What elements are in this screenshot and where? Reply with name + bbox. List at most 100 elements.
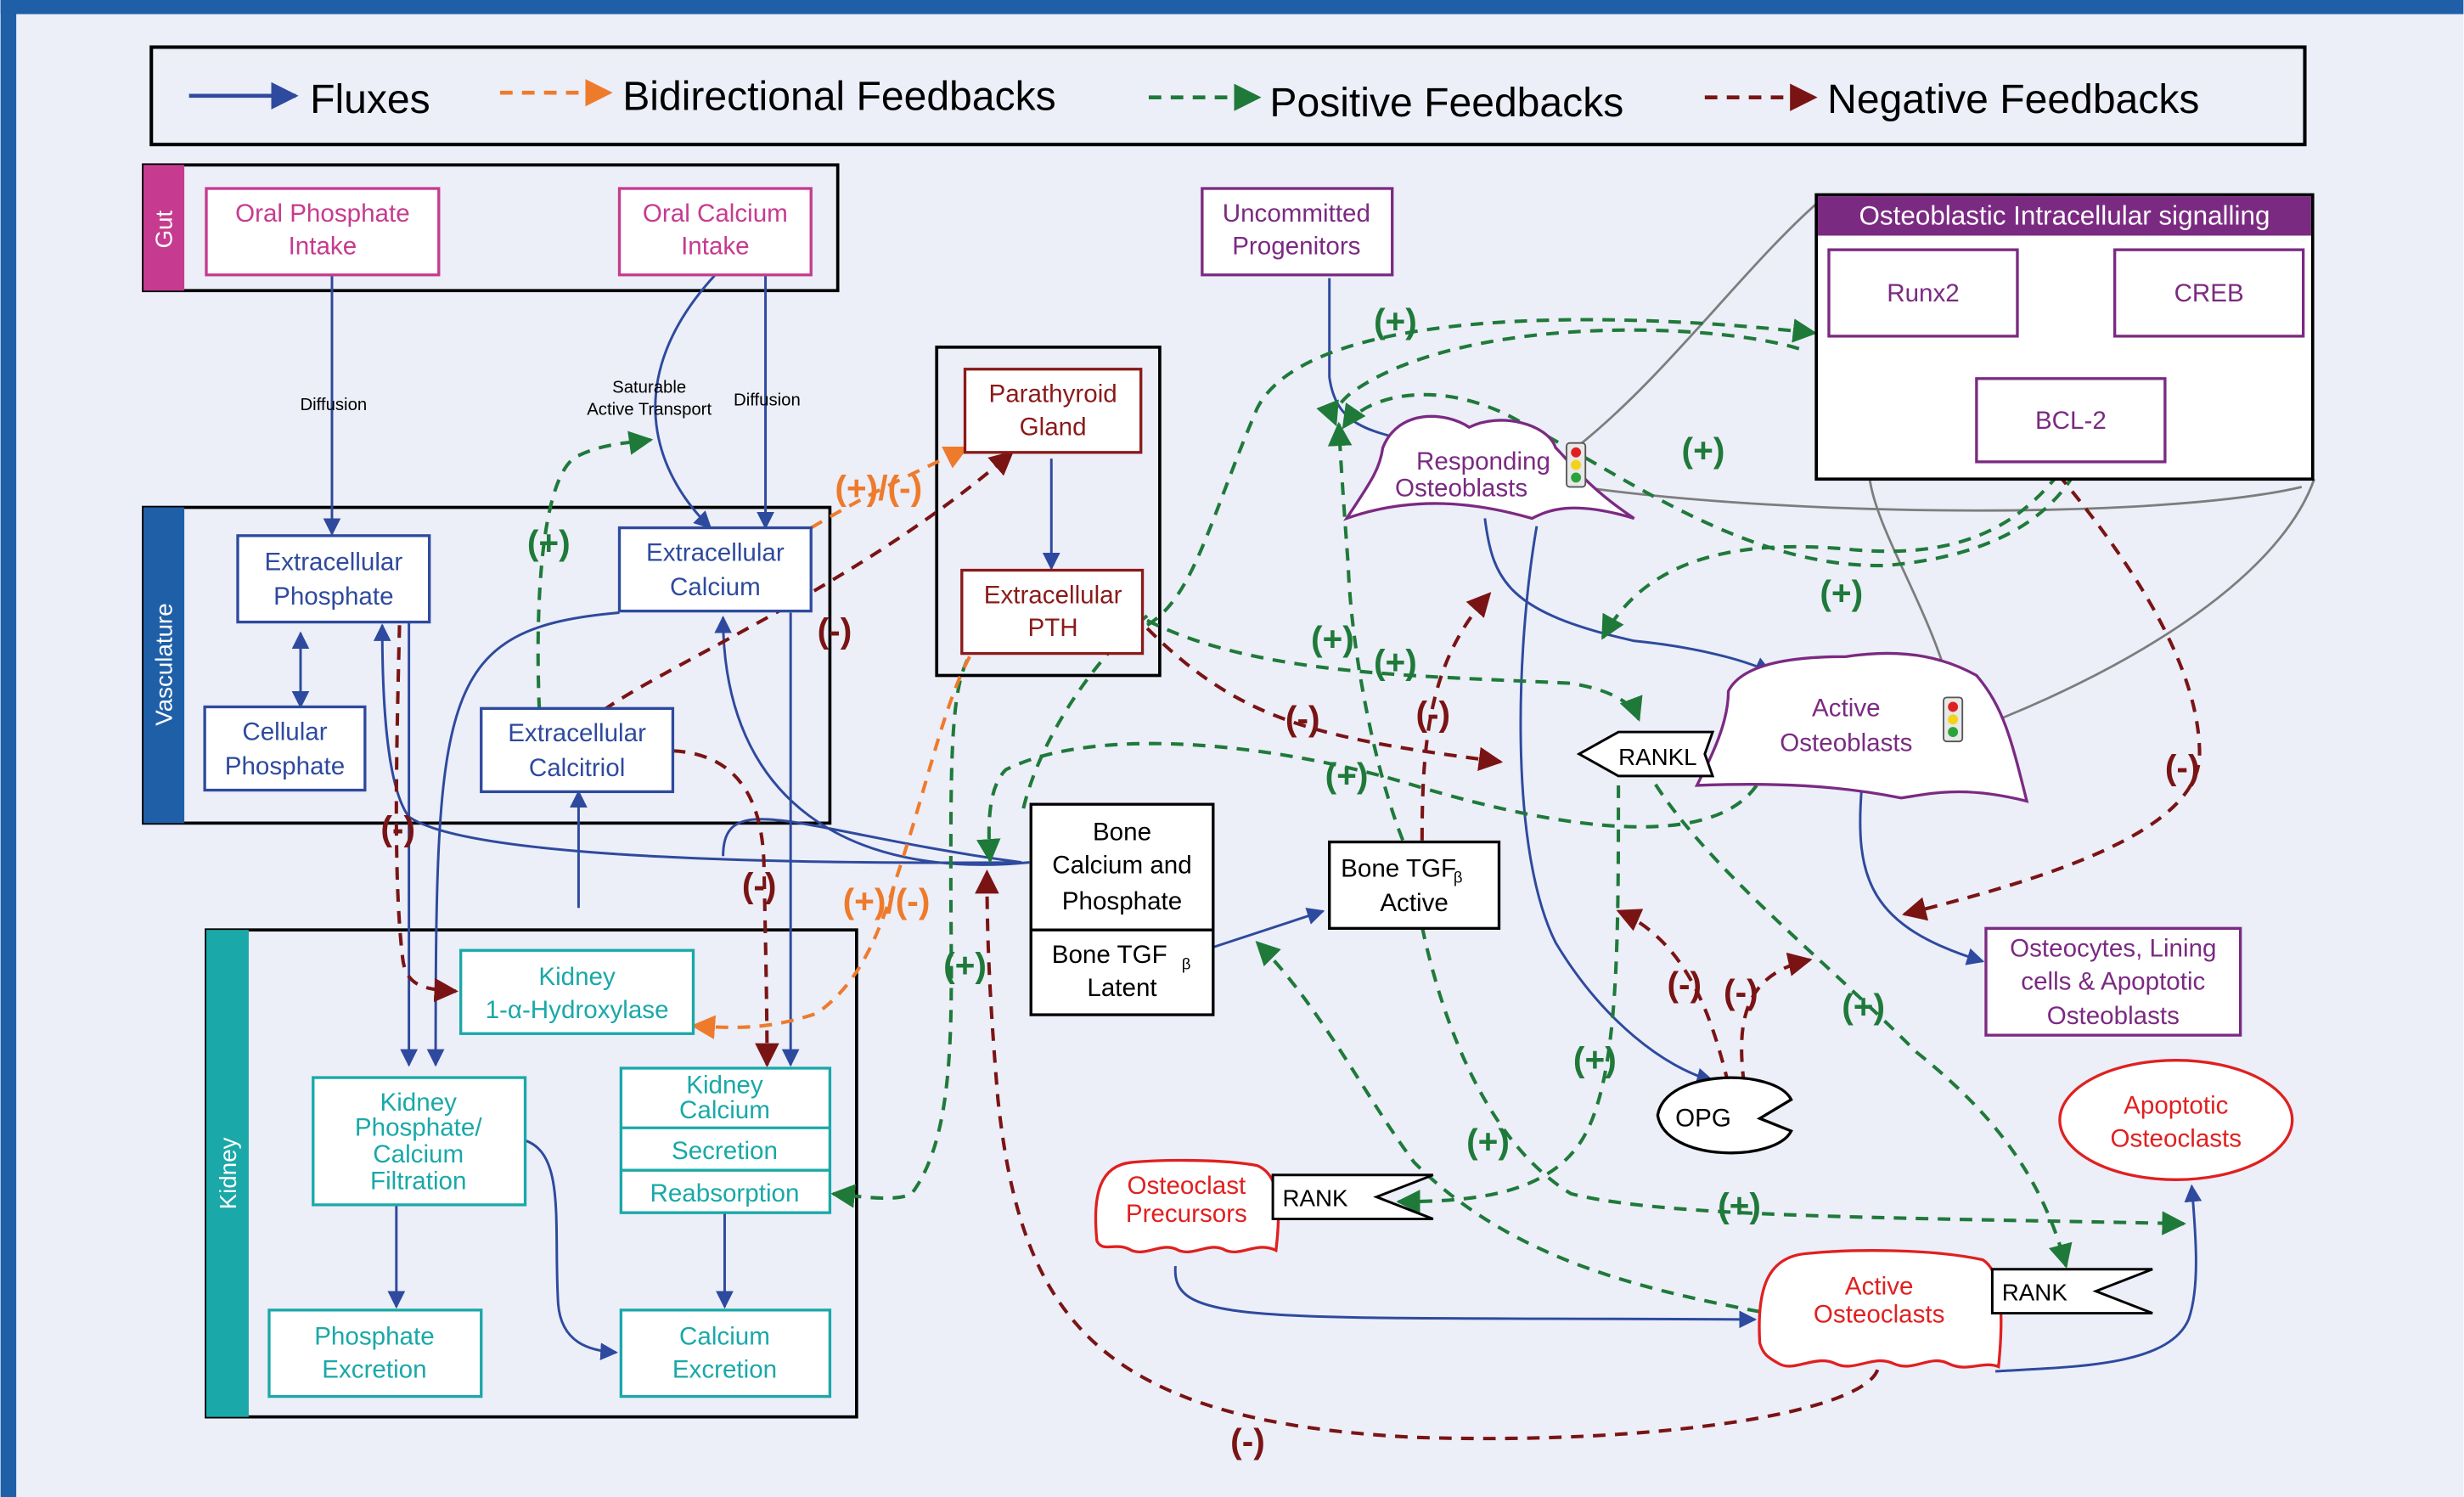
svg-text:Calcitriol: Calcitriol bbox=[529, 754, 625, 782]
osteoclast-precursors: Osteoclast Precursors bbox=[1094, 1158, 1280, 1253]
vasculature-compartment: Vasculature bbox=[142, 505, 832, 825]
svg-text:Phosphate: Phosphate bbox=[273, 582, 393, 611]
diffusion-label-calcium: Diffusion bbox=[734, 391, 801, 409]
creb-label: CREB bbox=[2174, 279, 2244, 307]
sign-pos-8: (+) bbox=[1325, 756, 1369, 795]
intracellular-title: Osteoblastic Intracellular signalling bbox=[1859, 201, 2270, 231]
svg-text:Latent: Latent bbox=[1087, 974, 1156, 1002]
svg-text:Excretion: Excretion bbox=[672, 1355, 777, 1383]
svg-text:Active: Active bbox=[1812, 695, 1881, 723]
svg-text:Uncommitted: Uncommitted bbox=[1223, 200, 1370, 228]
kidney-1-alpha-hydroxylase: Kidney 1-α-Hydroxylase bbox=[459, 948, 695, 1035]
legend-fluxes: Fluxes bbox=[310, 76, 430, 122]
kidney-calcium: Kidney Calcium Secretion Reabsorption bbox=[619, 1066, 832, 1214]
svg-text:Bone: Bone bbox=[1093, 819, 1151, 847]
svg-text:RANKL: RANKL bbox=[1618, 744, 1696, 770]
active-osteoclasts: Active Osteoclasts bbox=[1758, 1249, 2003, 1369]
svg-text:OPG: OPG bbox=[1675, 1104, 1731, 1132]
sign-bidir-2: (+)/(-) bbox=[843, 881, 931, 920]
bone-tgf-active: Bone TGF β Active bbox=[1328, 840, 1501, 930]
rank-receptor-active: RANK bbox=[1990, 1268, 2153, 1315]
osteocytes-lining-cells: Osteocytes, Lining cells & Apoptotic Ost… bbox=[1984, 926, 2242, 1037]
svg-text:Intake: Intake bbox=[681, 233, 750, 261]
sign-neg-1: (-) bbox=[818, 611, 852, 650]
svg-text:cells & Apoptotic: cells & Apoptotic bbox=[2021, 967, 2205, 995]
legend-positive: Positive Feedbacks bbox=[1269, 80, 1623, 126]
sign-pos-9: (+) bbox=[1842, 987, 1885, 1026]
opg-molecule: OPG bbox=[1656, 1076, 1793, 1155]
svg-text:Phosphate: Phosphate bbox=[225, 752, 345, 780]
svg-text:Extracellular: Extracellular bbox=[646, 538, 785, 566]
runx2-box bbox=[1827, 248, 2019, 338]
sign-pos-1: (+) bbox=[527, 523, 571, 562]
svg-text:Calcium and: Calcium and bbox=[1052, 852, 1191, 880]
rank-receptor-precursor: RANK bbox=[1271, 1173, 1434, 1221]
kidney-filtration: Kidney Phosphate/ Calcium Filtration bbox=[312, 1076, 527, 1207]
positive-edges bbox=[536, 318, 2186, 1314]
legend-negative: Negative Feedbacks bbox=[1827, 76, 2199, 122]
svg-text:Osteoblasts: Osteoblasts bbox=[1780, 729, 1912, 757]
responding-osteoblasts: Responding Osteoblasts bbox=[1342, 414, 1635, 521]
gut-compartment: Gut bbox=[142, 163, 840, 293]
svg-text:Cellular: Cellular bbox=[242, 718, 327, 746]
parathyroid-gland: Parathyroid Gland bbox=[963, 368, 1143, 454]
bcl2-box bbox=[1975, 377, 2167, 464]
sign-neg-9: (-) bbox=[1230, 1421, 1265, 1460]
svg-text:Extracellular: Extracellular bbox=[984, 581, 1122, 609]
svg-text:Osteoblasts: Osteoblasts bbox=[2047, 1002, 2180, 1030]
creb-box bbox=[2113, 248, 2305, 338]
apoptotic-osteoclasts: Apoptotic Osteoclasts bbox=[2058, 1059, 2294, 1181]
sign-pos-3: (+) bbox=[1374, 301, 1417, 340]
sign-pos-12: (+) bbox=[1718, 1186, 1761, 1225]
svg-text:Extracellular: Extracellular bbox=[264, 549, 402, 577]
svg-text:Osteoclast: Osteoclast bbox=[1127, 1172, 1246, 1200]
svg-text:RANK: RANK bbox=[2002, 1280, 2068, 1306]
svg-text:Parathyroid: Parathyroid bbox=[988, 380, 1117, 408]
svg-text:Gland: Gland bbox=[1020, 413, 1087, 441]
extracellular-calcitriol: Extracellular Calcitriol bbox=[480, 706, 675, 794]
sign-neg-6: (-) bbox=[2165, 748, 2200, 787]
parathyroid-compartment bbox=[935, 345, 1162, 678]
reabsorption-label: Reabsorption bbox=[650, 1179, 799, 1207]
svg-text:Phosphate/: Phosphate/ bbox=[355, 1114, 482, 1142]
kidney-label: Kidney bbox=[215, 1137, 241, 1209]
kidney-compartment: Kidney bbox=[205, 928, 858, 1419]
connector-lines bbox=[1575, 200, 2315, 737]
legend-bidirectional: Bidirectional Feedbacks bbox=[622, 73, 1055, 119]
sign-pos-4: (+) bbox=[1682, 431, 1725, 470]
svg-text:Bone TGF: Bone TGF bbox=[1341, 854, 1456, 882]
bcl2-label: BCL-2 bbox=[2035, 407, 2107, 435]
intracellular-signalling-box: Osteoblastic Intracellular signalling Ru… bbox=[1814, 193, 2315, 481]
extracellular-calcium: Extracellular Calcium bbox=[617, 526, 813, 613]
sign-pos-7: (+) bbox=[1374, 643, 1417, 682]
svg-text:Calcium: Calcium bbox=[373, 1140, 464, 1168]
oral-calcium-intake: Oral Calcium Intake bbox=[617, 187, 813, 277]
saturable-label-1: Saturable bbox=[612, 378, 686, 397]
svg-text:Osteoclasts: Osteoclasts bbox=[2111, 1124, 2242, 1152]
runx2-label: Runx2 bbox=[1887, 279, 1960, 307]
svg-text:Kidney: Kidney bbox=[380, 1089, 458, 1117]
svg-text:Intake: Intake bbox=[289, 233, 357, 261]
sign-neg-4: (-) bbox=[1285, 699, 1320, 738]
gut-label: Gut bbox=[150, 210, 177, 248]
sign-neg-7: (-) bbox=[1667, 965, 1702, 1004]
extracellular-pth: Extracellular PTH bbox=[960, 568, 1145, 656]
sign-neg-8: (-) bbox=[1724, 972, 1758, 1011]
diffusion-label-phosphate: Diffusion bbox=[300, 396, 367, 414]
svg-text:Precursors: Precursors bbox=[1126, 1200, 1247, 1228]
svg-text:Oral Calcium: Oral Calcium bbox=[643, 200, 788, 228]
svg-text:Oral Phosphate: Oral Phosphate bbox=[235, 200, 410, 228]
bidirectional-edges bbox=[690, 446, 971, 1039]
svg-text:Excretion: Excretion bbox=[322, 1355, 426, 1383]
svg-text:Responding: Responding bbox=[1416, 447, 1550, 476]
secretion-label: Secretion bbox=[672, 1137, 778, 1165]
sign-labels: (+) (+)/(-) (-) (-) (-) (+)/(-) (+) (+) … bbox=[380, 301, 2199, 1460]
active-osteoblasts: Active Osteoblasts bbox=[1694, 651, 2029, 803]
svg-text:1-α-Hydroxylase: 1-α-Hydroxylase bbox=[486, 996, 669, 1024]
svg-text:PTH: PTH bbox=[1028, 614, 1078, 642]
svg-text:Active: Active bbox=[1845, 1272, 1914, 1300]
svg-text:Kidney: Kidney bbox=[686, 1072, 763, 1100]
vasculature-label: Vasculature bbox=[150, 603, 177, 725]
sign-pos-5: (+) bbox=[1820, 573, 1863, 612]
